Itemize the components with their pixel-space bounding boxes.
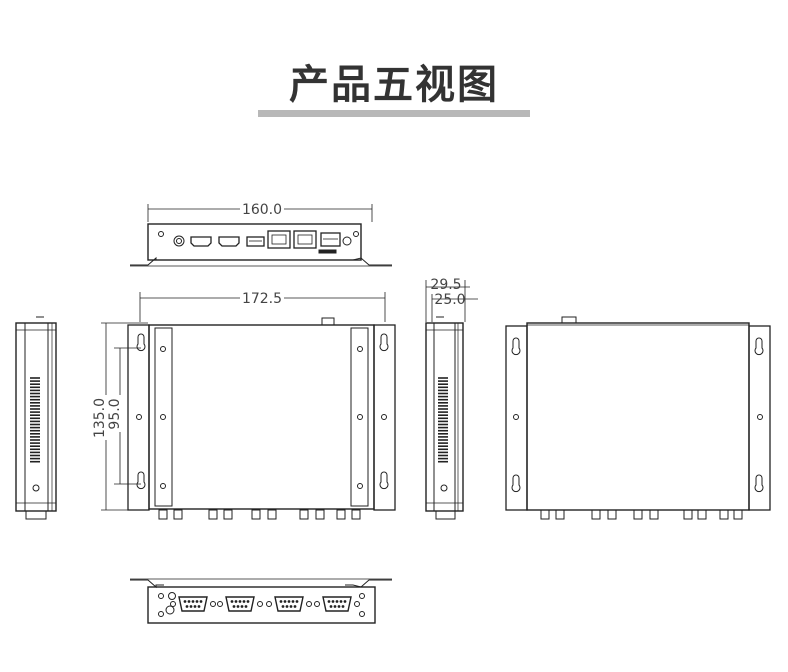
usb-port-icon [246,236,265,247]
dim-height-inner: 95.0 [107,398,123,429]
vent-slots [438,377,448,463]
connector-stub [733,509,743,520]
connector-stub [299,509,309,520]
keyhole-icon [136,471,146,490]
page-title: 产品五视图 [289,62,499,108]
screw-icon [357,414,363,420]
connector-stub [208,509,218,520]
top-plate-left [154,327,173,507]
screw-icon [160,414,166,420]
power-button-icon-inner [176,238,182,244]
rear-flange-left [130,579,164,589]
screw-icon [757,414,763,420]
screw-icon [359,611,365,617]
screw-icon [357,483,363,489]
ethernet-port-icon [267,230,291,249]
serial-port-icon [170,596,216,612]
connector-stub [251,509,261,520]
connector-stub [315,509,325,520]
dim-width-top: 172.5 [242,291,282,307]
keyhole-icon [136,333,146,352]
screw-icon [160,483,166,489]
dim-depth-outer: 29.5 [430,277,461,293]
screw-icon [381,414,387,420]
bottom-view [505,316,771,520]
connector-stub [351,509,361,520]
dim-depth-inner: 25.0 [434,292,465,308]
dim-height-outer: 135.0 [92,398,108,438]
rear-body [147,586,376,624]
left-side-view [15,316,57,520]
top-plate-right [350,327,369,507]
connector-stub [173,509,183,520]
screw-icon [158,593,164,599]
screw-icon [32,484,40,492]
serial-port-icon [266,596,312,612]
screw-icon [158,231,164,237]
connector-stub [540,509,550,520]
screw-icon [353,231,359,237]
connector-stub [683,509,693,520]
connector-stub [336,509,346,520]
serial-port-icon [217,596,263,612]
screw-icon [158,611,164,617]
screw-icon [513,414,519,420]
ground-terminal-icon [168,592,176,600]
connector-stubs [540,509,743,520]
title-underline [258,110,530,117]
screw-icon [357,346,363,352]
keyhole-icon [379,333,389,352]
keyhole-icon [511,337,521,356]
power-button-icon [173,235,185,247]
dc-jack-icon [342,236,352,246]
top-body [148,324,375,510]
screw-icon [359,593,365,599]
bottom-flange-right [748,325,771,511]
right-side-body [425,322,464,512]
top-flange-left [127,324,150,511]
left-side-body [15,322,57,512]
top-view [101,292,396,520]
connector-stub [223,509,233,520]
connector-stub [719,509,729,520]
front-body [147,223,362,261]
dim-width-front: 160.0 [242,202,282,218]
keyhole-icon [754,337,764,356]
connector-stub [697,509,707,520]
card-slot-icon [318,249,337,254]
connector-stub [607,509,617,520]
hdmi-port-icon [218,236,240,247]
top-flange-right [373,324,396,511]
screw-icon [440,484,448,492]
connector-stub [267,509,277,520]
connector-stub [555,509,565,520]
front-flange-right [345,257,392,266]
rear-flange-right [345,579,392,588]
hdmi-port-icon [190,236,212,247]
connector-stubs [158,509,361,520]
right-side-view [425,280,478,520]
serial-ports [170,596,360,612]
dc-jack-icon [165,605,175,615]
screw-icon [136,414,142,420]
keyhole-icon [511,474,521,493]
connector-stub [158,509,168,520]
keyhole-icon [379,471,389,490]
connector-stub [633,509,643,520]
connector-stub [649,509,659,520]
ethernet-port-icon [293,230,317,249]
vent-slots [30,377,40,463]
screw-icon [160,346,166,352]
serial-port-icon [314,596,360,612]
usb-port-icon [320,232,341,247]
rear-view [130,578,392,624]
connector-stub [591,509,601,520]
bottom-body [526,322,750,511]
keyhole-icon [754,474,764,493]
front-flange-left [130,256,164,266]
bottom-flange-left [505,325,528,511]
front-view [130,204,392,267]
